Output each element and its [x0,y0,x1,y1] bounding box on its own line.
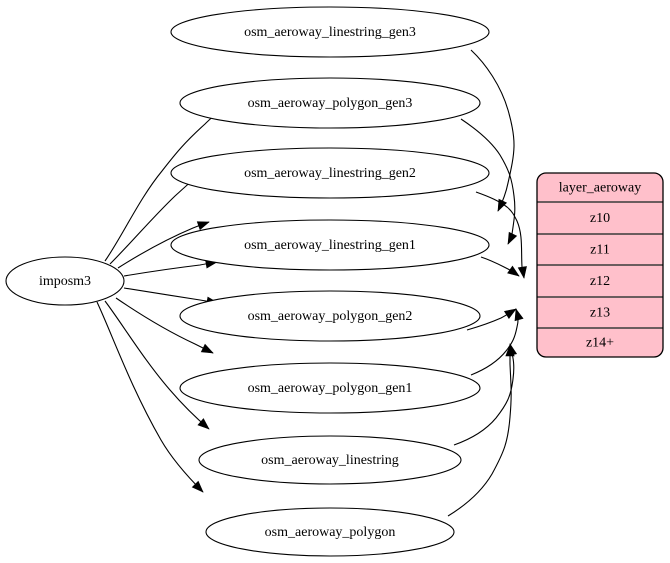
table-node-osm_aeroway_linestring_gen1[interactable]: osm_aeroway_linestring_gen1 [170,219,490,271]
table-row-cell-z14+[interactable] [537,328,663,357]
node-label: osm_aeroway_polygon_gen2 [248,309,413,324]
edge-arrowhead [191,480,204,493]
ellipse-shape [170,219,490,271]
table-node-osm_aeroway_linestring[interactable]: osm_aeroway_linestring [198,435,462,485]
table-row-label-z13: z13 [590,306,610,321]
edge-arrowhead [503,308,517,319]
graph-edge [96,301,204,493]
layer-aeroway-table[interactable]: layer_aeroway z10 z11 z12 z13 z14+ [536,172,664,358]
graph-edge [104,300,210,430]
table-node-osm_aeroway_polygon[interactable]: osm_aeroway_polygon [205,507,455,557]
edge-arrowhead [517,266,527,279]
node-label: osm_aeroway_linestring_gen3 [244,25,416,40]
table-node-osm_aeroway_polygon_gen1[interactable]: osm_aeroway_polygon_gen1 [179,362,481,414]
table-outline [536,172,664,358]
ellipse-shape [170,147,490,199]
edge-arrowhead [200,343,214,354]
ellipse-shape [170,6,490,58]
table-row-cell-z13[interactable] [537,297,663,328]
ellipse-shape [179,77,481,129]
node-label: imposm3 [39,274,91,289]
node-label: osm_aeroway_polygon_gen3 [248,96,413,111]
table-node-osm_aeroway_linestring_gen3[interactable]: osm_aeroway_linestring_gen3 [170,6,490,58]
edge-arrowhead [514,308,524,322]
table-row-label-z11: z11 [590,243,610,258]
edge-arrowhead [505,344,515,357]
table-row-cell-z10[interactable] [537,202,663,234]
table-node-layer: layer_aeroway z10 z11 z12 z13 z14+ [536,172,664,358]
source-node-imposm3[interactable]: imposm3 [5,256,125,306]
table-row-label-z10: z10 [590,211,610,226]
node-label: osm_aeroway_polygon [265,525,396,540]
table-node-osm_aeroway_polygon_gen2[interactable]: osm_aeroway_polygon_gen2 [179,290,481,342]
ellipse-nodes-layer: imposm3 osm_aeroway_linestring_gen3 osm_ae… [5,6,490,557]
table-row-label-z12: z12 [590,274,610,289]
table-header-label: layer_aeroway [559,181,641,196]
graph-edge [453,343,515,446]
edge-arrowhead [507,231,518,245]
ellipse-shape [179,362,481,414]
node-label: osm_aeroway_linestring_gen2 [244,166,416,181]
graph-edge [447,345,512,517]
graph-edge [123,261,218,277]
edge-arrowhead [197,418,210,430]
ellipse-shape [179,290,481,342]
node-label: osm_aeroway_linestring_gen1 [244,238,416,253]
graph-edge [470,49,515,212]
table-row-cell-z11[interactable] [537,234,663,265]
ellipse-shape [198,435,462,485]
node-label: osm_aeroway_linestring [261,453,399,468]
graph-edge [123,287,219,304]
edge-arrowhead [196,221,210,231]
table-row-label-z14+: z14+ [586,336,614,351]
edge-arrowhead [507,265,520,277]
ellipse-shape [5,256,125,306]
ellipse-shape [205,507,455,557]
edge-arrowhead [497,198,508,212]
table-node-osm_aeroway_linestring_gen2[interactable]: osm_aeroway_linestring_gen2 [170,147,490,199]
table-node-osm_aeroway_polygon_gen3[interactable]: osm_aeroway_polygon_gen3 [179,77,481,129]
table-row-cell-layer_aeroway[interactable] [537,173,663,202]
table-row-cell-z12[interactable] [537,265,663,297]
node-label: osm_aeroway_polygon_gen1 [248,381,413,396]
